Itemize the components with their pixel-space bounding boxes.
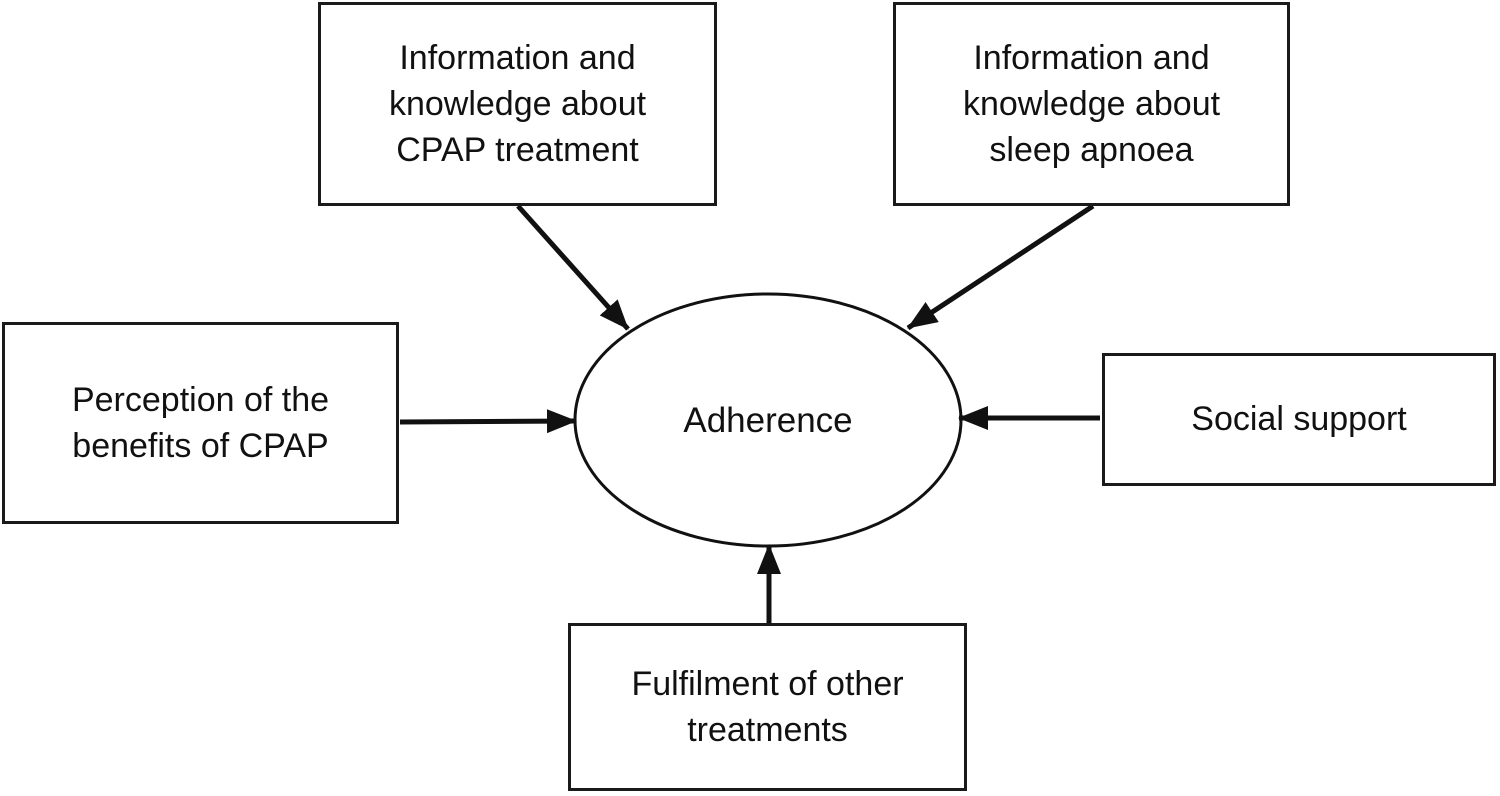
- node-fulfilment: Fulfilment of other treatments: [568, 623, 967, 791]
- node-cpap-info-label: Information and knowledge about CPAP tre…: [388, 38, 647, 170]
- node-fulfilment-label: Fulfilment of other treatments: [631, 664, 904, 749]
- node-social-support-label: Social support: [1191, 400, 1407, 439]
- arrow-apnoea-info-to-adherence: [906, 203, 1095, 331]
- node-perception-label: Perception of the benefits of CPAP: [71, 380, 330, 465]
- arrow-perception-to-adherence: [399, 409, 577, 434]
- node-cpap-info: Information and knowledge about CPAP tre…: [318, 2, 717, 206]
- node-apnoea-info-label: Information and knowledge about sleep ap…: [962, 38, 1221, 170]
- node-adherence-label: Adherence: [683, 400, 853, 440]
- node-apnoea-info: Information and knowledge about sleep ap…: [893, 2, 1290, 206]
- node-perception: Perception of the benefits of CPAP: [2, 322, 399, 524]
- arrow-cpap-info-to-adherence: [516, 204, 630, 331]
- node-adherence: Adherence: [573, 293, 963, 548]
- node-social-support: Social support: [1102, 353, 1496, 486]
